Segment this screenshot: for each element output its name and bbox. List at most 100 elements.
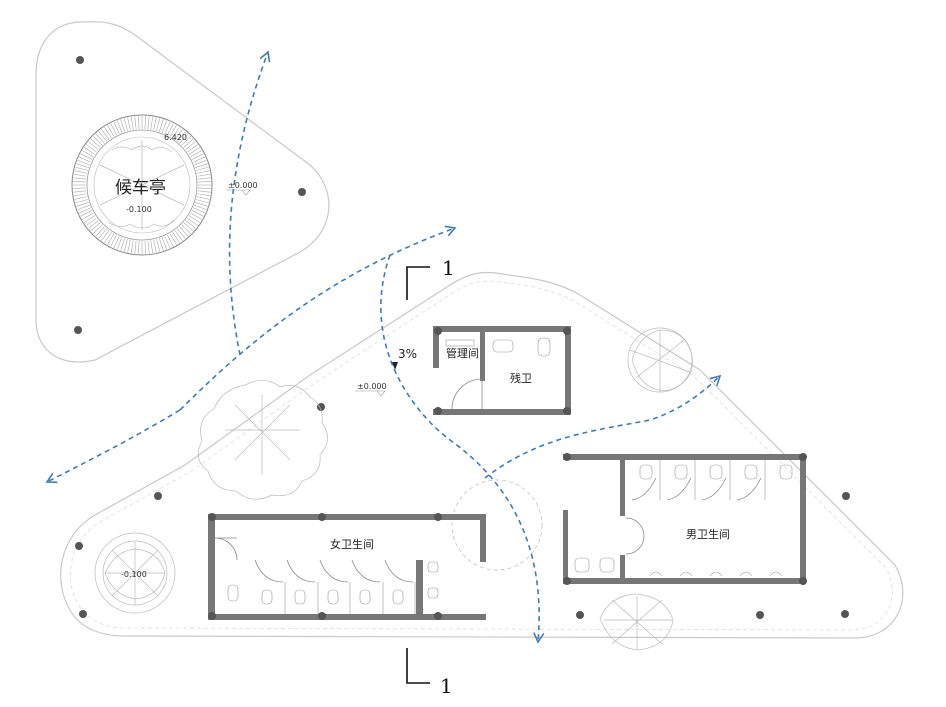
ring-tick: [167, 123, 174, 136]
ring-tick: [190, 150, 202, 158]
elevation-label: ±0.000: [357, 382, 387, 391]
ring-tick: [181, 135, 192, 146]
ring-tick: [197, 173, 211, 177]
ring-tick: [77, 159, 90, 166]
management-room-label: 管理间: [446, 346, 479, 360]
ring-tick: [83, 215, 96, 223]
ring-tick: [181, 224, 192, 235]
ring-tick: [196, 196, 210, 200]
ring-tick: [86, 217, 97, 226]
ring-tick: [80, 210, 93, 217]
ring-tick: [196, 166, 209, 171]
column: [841, 610, 849, 618]
ring-tick: [159, 119, 164, 132]
service-block: 管理间 残卫: [433, 326, 571, 415]
column: [576, 611, 584, 619]
path-to-pavilion-arrow-icon: [228, 50, 271, 356]
ring-tick: [110, 234, 117, 247]
tree: [627, 327, 693, 393]
tree: [197, 380, 328, 500]
ring-tick: [183, 138, 194, 148]
slope-arrow-icon: [392, 362, 398, 370]
pavilion-label: 候车亭: [115, 178, 166, 198]
ring-tick: [75, 166, 88, 171]
ring-tick: [197, 193, 211, 197]
ring-tick: [134, 116, 137, 130]
ring-tick: [195, 202, 208, 207]
ring-tick: [116, 237, 123, 250]
ring-tick: [167, 234, 174, 247]
section-marker-bottom: 1: [406, 648, 453, 698]
male-toilet-block: 男卫生间: [563, 453, 807, 585]
ring-tick: [169, 233, 177, 245]
ring-tick: [138, 240, 140, 254]
ring-tick: [185, 220, 196, 229]
ring-tick: [172, 231, 180, 244]
path-down-arrow-icon: [380, 254, 545, 644]
ring-tick: [98, 228, 107, 239]
ring-tick: [77, 204, 90, 211]
section-mark-label: 1: [440, 674, 453, 698]
ring-tick: [113, 236, 120, 249]
female-toilet-label: 女卫生间: [330, 537, 374, 551]
ring-tick: [76, 163, 89, 168]
ring-tick: [179, 133, 189, 144]
section-marker-top: 1: [406, 256, 455, 300]
male-toilet-label: 男卫生间: [686, 527, 730, 541]
ring-tick: [138, 116, 140, 130]
column: [76, 56, 84, 64]
ring-tick: [197, 187, 211, 189]
ring-tick: [130, 116, 134, 130]
ring-tick: [187, 144, 198, 153]
ring-tick: [83, 147, 96, 155]
ring-tick: [147, 116, 150, 130]
column: [74, 326, 82, 334]
ring-tick: [188, 147, 201, 155]
ring-tick: [156, 118, 161, 131]
ring-tick: [191, 153, 204, 160]
ring-tick: [194, 159, 207, 166]
ring-tick: [150, 116, 154, 130]
ring-tick: [144, 116, 146, 130]
ring-tick: [75, 199, 88, 204]
ring-tick: [185, 141, 196, 150]
ring-tick: [73, 173, 87, 177]
ring-tick: [159, 238, 164, 251]
ring-tick: [196, 199, 209, 204]
ring-tick: [86, 144, 97, 153]
circulation-paths: [45, 50, 722, 644]
path-right-arrow-icon: [484, 374, 722, 479]
ring-tick: [161, 237, 168, 250]
ring-tick: [177, 131, 186, 142]
round-pavilion: 候车亭 6.420 -0.100: [71, 114, 213, 256]
ring-tick: [156, 239, 161, 252]
ring-tick: [98, 131, 107, 142]
ring-tick: [153, 117, 157, 131]
ring-tick: [193, 156, 206, 163]
ring-tick: [92, 224, 103, 235]
ring-tick: [150, 240, 154, 254]
ring-tick: [196, 170, 210, 174]
ring-tick: [147, 240, 150, 254]
ring-tick: [104, 126, 112, 139]
ring-tick: [104, 231, 112, 244]
ring-tick: [78, 207, 91, 214]
ring-tick: [88, 141, 99, 150]
ring-tick: [101, 230, 110, 241]
ring-tick: [187, 217, 198, 226]
ring-tick: [153, 239, 157, 253]
ring-tick: [169, 125, 177, 137]
ring-tick: [161, 120, 168, 133]
ring-tick: [74, 196, 88, 200]
ring-tick: [144, 240, 146, 254]
accessible-toilet-label: 残卫: [510, 371, 532, 385]
ring-tick: [73, 177, 87, 180]
ring-tick: [197, 190, 211, 193]
ring-tick: [197, 177, 211, 180]
path-upper-right-arrow-icon: [179, 225, 457, 411]
ring-tick: [190, 212, 202, 220]
ring-tick: [123, 118, 128, 131]
elevation-label: ±0.000: [228, 181, 258, 190]
ring-tick: [188, 215, 201, 223]
elevation-label: -0.100: [121, 570, 147, 579]
